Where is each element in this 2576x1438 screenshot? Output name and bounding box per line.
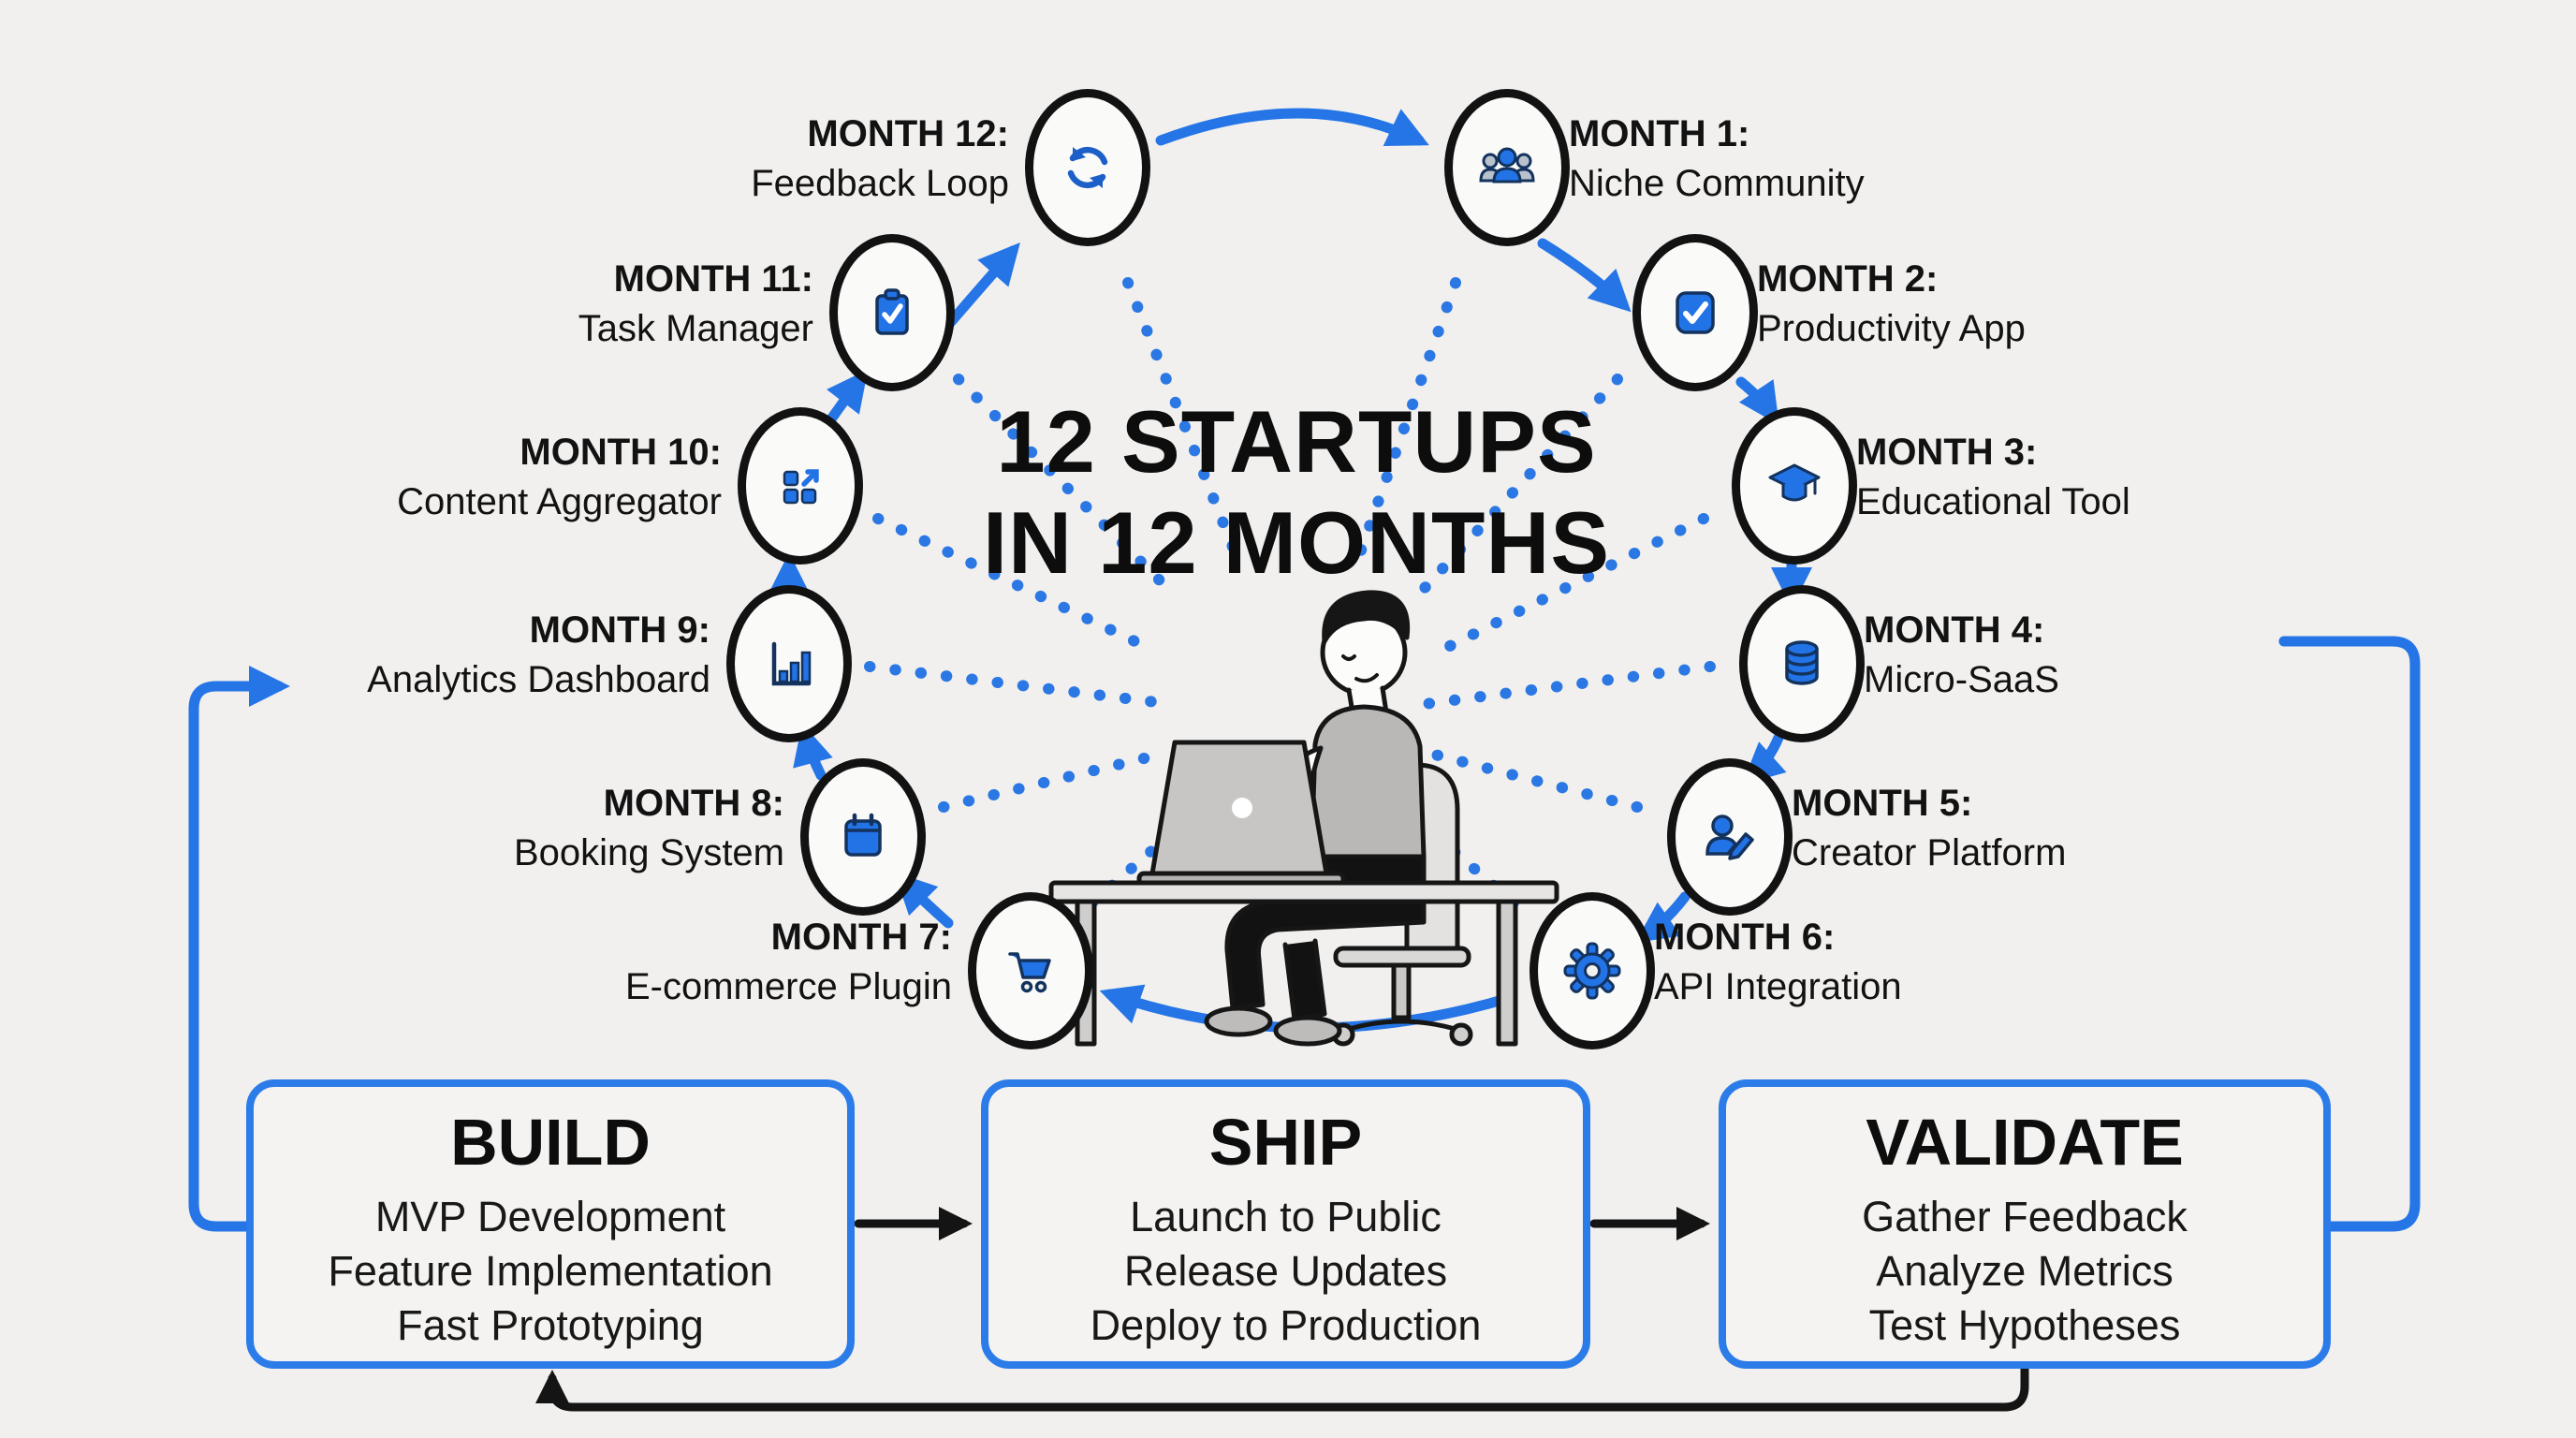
month-2-circle xyxy=(1632,234,1758,391)
person-shoe xyxy=(1204,1005,1273,1037)
month-1-label: MONTH 1:Niche Community xyxy=(1569,113,1865,204)
month-4-circle xyxy=(1739,585,1865,742)
bar-chart-icon xyxy=(755,630,823,697)
build-item: Feature Implementation xyxy=(328,1247,773,1295)
chair-post xyxy=(1391,962,1412,1020)
ship-item: Deploy to Production xyxy=(1090,1301,1482,1349)
database-icon xyxy=(1768,630,1836,697)
month-12-circle xyxy=(1025,89,1150,246)
month-3-circle xyxy=(1732,407,1857,565)
month-5-circle xyxy=(1667,758,1793,916)
phase-box-ship: SHIP Launch to Public Release Updates De… xyxy=(981,1079,1590,1369)
validate-item: Gather Feedback xyxy=(1862,1193,2188,1240)
desk-top xyxy=(1048,880,1559,904)
person-shirt xyxy=(1309,704,1427,859)
right-loop-validate-to-cycle xyxy=(2278,636,2421,1232)
laptop-logo xyxy=(1232,798,1252,818)
month-4-label: MONTH 4:Micro-SaaS xyxy=(1864,609,2059,700)
clipboard-check-icon xyxy=(858,279,926,346)
month-12-label: MONTH 12:Feedback Loop xyxy=(751,113,1009,204)
people-group-icon xyxy=(1473,134,1541,201)
month-7-circle xyxy=(968,892,1093,1049)
month-3-label: MONTH 3:Educational Tool xyxy=(1856,432,2130,522)
chair-seat xyxy=(1333,946,1471,968)
person-shoe-2 xyxy=(1273,1015,1342,1047)
person-edit-icon xyxy=(1696,803,1764,871)
ship-item: Release Updates xyxy=(1123,1247,1448,1295)
phase-box-validate: VALIDATE Gather Feedback Analyze Metrics… xyxy=(1719,1079,2331,1369)
month-10-label: MONTH 10:Content Aggregator xyxy=(397,432,722,522)
graduation-cap-icon xyxy=(1761,452,1828,520)
chair-base xyxy=(1340,1019,1464,1034)
return-line-validate-to-build xyxy=(535,1364,2029,1412)
month-10-circle xyxy=(738,407,863,565)
build-title: BUILD xyxy=(450,1106,651,1179)
month-2-label: MONTH 2:Productivity App xyxy=(1757,258,2026,349)
phase-flow-arrows xyxy=(535,1207,2029,1412)
person-at-laptop-illustration xyxy=(1048,590,1559,1047)
month-8-circle xyxy=(800,758,926,916)
ship-item: Launch to Public xyxy=(1130,1193,1442,1240)
phase-box-build: BUILD MVP Development Feature Implementa… xyxy=(246,1079,855,1369)
validate-title: VALIDATE xyxy=(1866,1106,2184,1179)
build-item: Fast Prototyping xyxy=(397,1301,704,1349)
main-title-line1: 12 STARTUPS xyxy=(996,392,1597,491)
month-9-circle xyxy=(726,585,852,742)
arrow-m8-m9 xyxy=(793,723,833,781)
left-loop-build-to-cycle xyxy=(188,666,290,1232)
arrow-m1-m2 xyxy=(1537,238,1632,313)
person-hair xyxy=(1322,590,1411,644)
validate-item: Test Hypotheses xyxy=(1868,1301,2181,1349)
calendar-icon xyxy=(829,803,897,871)
desk-leg-right xyxy=(1496,899,1518,1047)
month-6-circle xyxy=(1530,892,1655,1049)
refresh-icon xyxy=(1054,134,1121,201)
month-5-label: MONTH 5:Creator Platform xyxy=(1792,783,2067,873)
month-11-label: MONTH 11:Task Manager xyxy=(578,258,813,349)
ship-title: SHIP xyxy=(1208,1106,1363,1179)
shopping-cart-icon xyxy=(997,937,1064,1005)
side-loop-lines xyxy=(188,636,2421,1232)
main-title-line2: IN 12 MONTHS xyxy=(982,493,1611,592)
month-8-label: MONTH 8:Booking System xyxy=(513,783,784,873)
check-square-icon xyxy=(1661,279,1729,346)
build-item: MVP Development xyxy=(374,1193,726,1240)
month-9-label: MONTH 9:Analytics Dashboard xyxy=(367,609,710,700)
month-6-label: MONTH 6:API Integration xyxy=(1654,917,1902,1007)
main-title: 12 STARTUPS IN 12 MONTHS xyxy=(828,391,1764,594)
validate-item: Analyze Metrics xyxy=(1876,1247,2174,1295)
month-7-label: MONTH 7:E-commerce Plugin xyxy=(624,917,952,1007)
squares-arrow-icon xyxy=(767,452,834,520)
month-1-circle xyxy=(1444,89,1570,246)
month-11-circle xyxy=(829,234,955,391)
gear-icon xyxy=(1559,937,1626,1005)
arrow-m12-m1 xyxy=(1155,108,1429,147)
arrow-m5-m6 xyxy=(1635,891,1690,943)
